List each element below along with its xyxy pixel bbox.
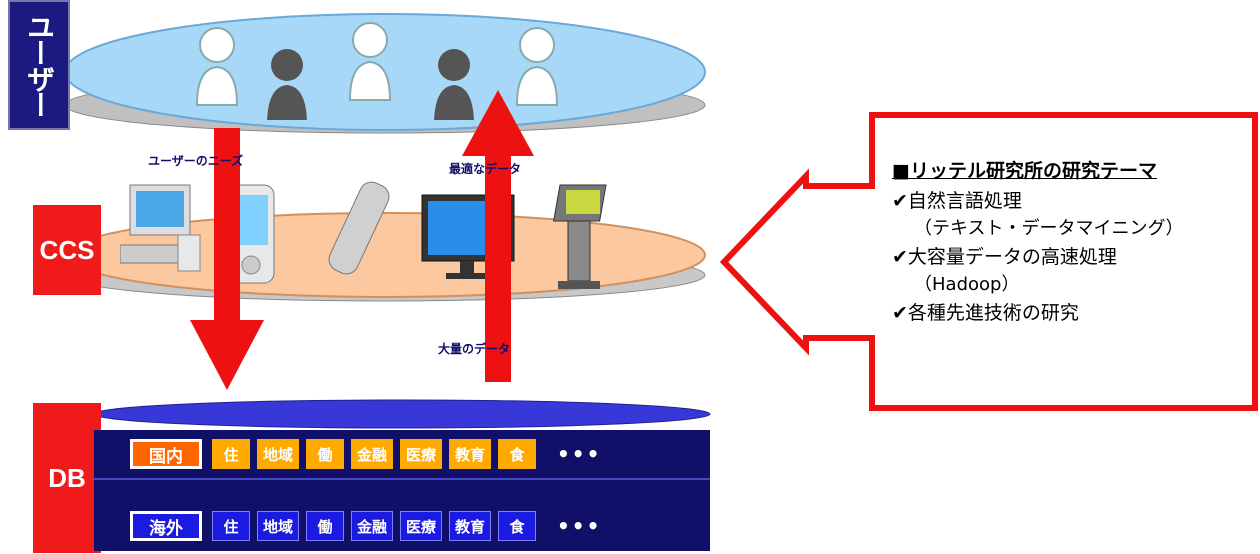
research-item: ✔自然言語処理	[892, 190, 1022, 212]
user-dark-icon	[267, 49, 307, 120]
down-arrow-icon	[190, 128, 264, 390]
db-category-item: 住	[212, 511, 250, 541]
more-dots: •••	[557, 514, 602, 538]
user-needs-label: ユーザーのニーズ	[148, 154, 244, 168]
db-category-item: 医療	[400, 439, 442, 469]
db-category-item: 教育	[449, 511, 491, 541]
db-row-foreign: 海外 住 地域 働 金融 医療 教育 食 •••	[94, 501, 710, 551]
layer-label-user: ユーザー	[8, 0, 70, 130]
db-category-item: 食	[498, 439, 536, 469]
db-category-item: 地域	[257, 439, 299, 469]
more-dots: •••	[557, 442, 602, 466]
research-item: ✔各種先進技術の研究	[892, 302, 1079, 324]
flip-phone-icon	[328, 181, 390, 275]
research-themes: ■リッテル研究所の研究テーマ ✔自然言語処理 （テキスト・データマイニング） ✔…	[892, 156, 1232, 327]
user-light-icon	[195, 27, 239, 106]
db-row-domestic: 国内 住 地域 働 金融 医療 教育 食 •••	[94, 430, 710, 478]
up-arrow-icon	[462, 90, 534, 382]
db-row-separator	[94, 478, 710, 501]
device-icons	[120, 181, 607, 289]
db-category-item: 食	[498, 511, 536, 541]
research-callout-arrow	[720, 112, 1258, 411]
db-category-item: 住	[212, 439, 250, 469]
user-light-icon	[348, 22, 392, 101]
db-category-head: 海外	[130, 511, 202, 541]
user-icons	[195, 22, 559, 120]
research-item-note: （テキスト・データマイニング）	[914, 218, 1184, 239]
research-item-note: （Hadoop）	[914, 274, 1020, 295]
optimal-data-label: 最適なデータ	[449, 162, 522, 176]
research-title: ■リッテル研究所の研究テーマ	[892, 160, 1157, 182]
user-dark-icon	[434, 49, 474, 120]
layer-label-db: DB	[33, 403, 101, 553]
desktop-pc-icon	[120, 184, 201, 272]
db-category-item: 金融	[351, 439, 393, 469]
layer-label-ccs: CCS	[33, 205, 101, 295]
db-category-item: 地域	[257, 511, 299, 541]
db-category-head: 国内	[130, 439, 202, 469]
db-category-item: 医療	[400, 511, 442, 541]
flow-arrows	[190, 90, 534, 390]
kiosk-terminal-icon	[553, 184, 607, 289]
research-item: ✔大容量データの高速処理	[892, 246, 1117, 268]
db-category-item: 教育	[449, 439, 491, 469]
user-light-icon	[515, 27, 559, 106]
db-category-item: 働	[306, 511, 344, 541]
db-category-item: 働	[306, 439, 344, 469]
db-category-item: 金融	[351, 511, 393, 541]
bulk-data-label: 大量のデータ	[438, 342, 511, 356]
